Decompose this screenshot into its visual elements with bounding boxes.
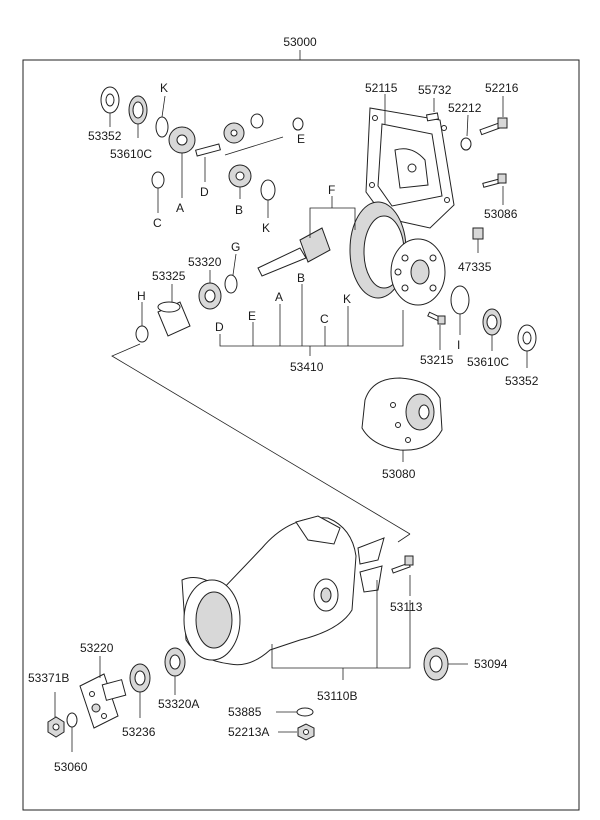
label-k-top: K: [160, 81, 168, 95]
label-f: F: [328, 183, 335, 197]
label-i: I: [457, 338, 460, 352]
ring-i[interactable]: [450, 285, 470, 315]
washer-53352-left[interactable]: [100, 86, 120, 114]
label-53080: 53080: [382, 467, 416, 481]
label-k-mid: K: [262, 221, 270, 235]
label-53220: 53220: [80, 641, 114, 655]
pin-d[interactable]: [195, 143, 221, 157]
bolt-53215[interactable]: [427, 311, 446, 325]
label-k-mid2: K: [343, 292, 351, 306]
washer-e-small[interactable]: [292, 117, 304, 131]
nut-53371B[interactable]: [47, 716, 65, 738]
label-g: G: [231, 240, 240, 254]
differential-case[interactable]: [390, 238, 446, 306]
washer-53885[interactable]: [296, 707, 314, 717]
label-53352-right: 53352: [505, 374, 539, 388]
label-52115: 52115: [365, 81, 398, 95]
bolt-53113[interactable]: [391, 555, 414, 574]
label-52216: 52216: [485, 81, 519, 95]
label-53086: 53086: [484, 207, 518, 221]
pinion-shaft-f[interactable]: [257, 227, 331, 277]
seal-53094[interactable]: [423, 647, 449, 681]
label-53236: 53236: [122, 725, 156, 739]
label-53320A: 53320A: [158, 697, 199, 711]
ring-k-mid[interactable]: [260, 179, 276, 201]
label-53060: 53060: [54, 760, 88, 774]
kit-53410-bracket: [219, 310, 404, 347]
label-d-mid: D: [215, 320, 224, 334]
side-gear-b[interactable]: [228, 164, 252, 188]
label-d-top: D: [200, 185, 209, 199]
seal-53610C-right[interactable]: [482, 308, 502, 336]
seal-53610C-left[interactable]: [128, 95, 148, 125]
label-52213A: 52213A: [228, 725, 269, 739]
label-47335: 47335: [458, 260, 492, 274]
label-53215: 53215: [420, 353, 454, 367]
differential-assembly-53080[interactable]: [361, 377, 443, 451]
label-53352-left: 53352: [88, 129, 122, 143]
spacer-53325[interactable]: [157, 301, 191, 337]
label-53410: 53410: [290, 360, 324, 374]
bolt-52216[interactable]: [479, 117, 508, 136]
label-53320: 53320: [188, 255, 222, 269]
washer-53352-right[interactable]: [517, 324, 537, 352]
cover-plate-52115[interactable]: [365, 107, 455, 229]
label-53610C-left: 53610C: [110, 147, 152, 161]
housing-bracket[interactable]: [357, 537, 385, 593]
label-53110B: 53110B: [317, 689, 357, 703]
plug-47335[interactable]: [472, 227, 484, 240]
washer-e[interactable]: [250, 113, 264, 129]
diagram-frame: [22, 59, 580, 811]
companion-flange-53220[interactable]: [79, 673, 127, 729]
side-gear-a[interactable]: [168, 126, 196, 154]
label-e-mid: E: [248, 309, 256, 323]
label-b-mid: B: [297, 271, 305, 285]
label-c-mid: C: [320, 312, 329, 326]
label-c-top: C: [153, 216, 162, 230]
washer-c-top[interactable]: [151, 171, 165, 189]
label-h: H: [137, 289, 146, 303]
axle-housing-53110B[interactable]: [181, 515, 357, 666]
ring-h[interactable]: [135, 325, 149, 343]
bearing-53320A[interactable]: [164, 647, 186, 677]
label-53610C-right: 53610C: [467, 355, 509, 369]
kit-to-housing-leader: [111, 343, 411, 535]
assembly-number: 53000: [283, 35, 317, 49]
bolt-53086[interactable]: [482, 173, 507, 188]
washer-53060[interactable]: [66, 712, 78, 728]
label-a-mid: A: [275, 290, 283, 304]
label-52212: 52212: [448, 101, 482, 115]
label-e-top: E: [297, 132, 305, 146]
label-53113: 53113: [390, 600, 423, 614]
housing-53110B-bracket: [271, 600, 411, 669]
label-53371B: 53371B: [28, 671, 69, 685]
label-a-top: A: [176, 201, 184, 215]
label-b-top: B: [235, 203, 243, 217]
pinion-gear-e-upper[interactable]: [223, 122, 245, 144]
label-55732: 55732: [418, 83, 452, 97]
label-53885: 53885: [228, 705, 262, 719]
bearing-53320[interactable]: [198, 282, 222, 310]
seal-53236[interactable]: [129, 663, 151, 693]
ring-k-top[interactable]: [155, 116, 169, 138]
label-53325: 53325: [152, 269, 186, 283]
washer-52212[interactable]: [460, 137, 472, 151]
pin-55732[interactable]: [425, 112, 440, 122]
label-53094: 53094: [474, 657, 508, 671]
ring-g[interactable]: [224, 274, 238, 294]
nut-52213A[interactable]: [297, 723, 315, 741]
